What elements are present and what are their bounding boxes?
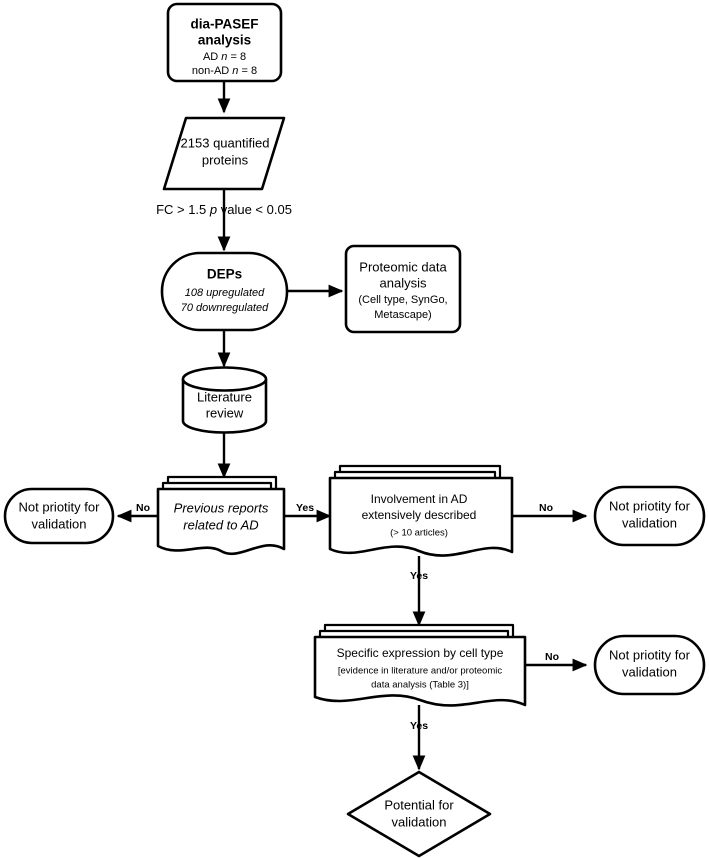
- not-priority-left-stadium: [3, 487, 115, 545]
- filter-italic: p: [209, 202, 217, 217]
- quantified-proteins-parallelogram: [162, 116, 286, 191]
- edge-label-reports-no: No: [136, 502, 150, 514]
- specific-expression-line3: data analysis (Table 3)]: [371, 680, 469, 691]
- literature-cylinder-top: [181, 366, 268, 392]
- node-not-priority-right-bottom[interactable]: Not priotity for validation: [593, 634, 706, 696]
- not-priority-right-bottom-stadium: [593, 634, 706, 696]
- quantified-proteins-line1: 2153 quantified: [181, 135, 270, 150]
- node-potential-validation[interactable]: Potential for validation: [346, 770, 492, 858]
- not-priority-right-top-stadium: [593, 485, 706, 547]
- node-specific-expression[interactable]: Specific expression by cell type [eviden…: [313, 623, 527, 707]
- involvement-line3: (> 10 articles): [390, 528, 448, 539]
- filter-prefix: FC > 1.5: [156, 202, 210, 217]
- specific-expression-line2: [evidence in literature and/or proteomic: [338, 666, 502, 677]
- dia-pasef-line4-suffix: = 8: [238, 65, 257, 77]
- node-proteomic-data-analysis[interactable]: Proteomic data analysis (Cell type, SynG…: [344, 244, 462, 334]
- involvement-line1: Involvement in AD: [371, 492, 468, 506]
- dia-pasef-line4-italic: n: [232, 65, 238, 77]
- deps-line1: 108 upregulated: [185, 287, 265, 299]
- quantified-proteins-line2: proteins: [202, 152, 249, 167]
- deps-title: DEPs: [207, 267, 242, 282]
- dia-pasef-line4: non-AD n = 8: [192, 65, 257, 77]
- node-not-priority-left[interactable]: Not priotity for validation: [3, 487, 115, 545]
- proteomic-line2: analysis: [380, 275, 427, 290]
- node-dia-pasef-analysis[interactable]: dia-PASEF analysis AD n = 8 non-AD n = 8: [166, 2, 283, 83]
- potential-validation-line1: Potential for: [384, 797, 454, 812]
- edge-label-reports-yes: Yes: [296, 502, 314, 514]
- node-literature-review[interactable]: Literature review: [181, 366, 268, 434]
- involvement-line2: extensively described: [362, 508, 477, 522]
- edge-label-expression-no: No: [545, 651, 559, 663]
- node-deps[interactable]: DEPs 108 upregulated 70 downregulated: [160, 251, 289, 332]
- dia-pasef-line2: analysis: [198, 33, 251, 48]
- dia-pasef-line1: dia-PASEF: [190, 17, 258, 32]
- proteomic-analysis-box: [344, 244, 462, 334]
- deps-line2: 70 downregulated: [181, 302, 269, 314]
- dia-pasef-line3-prefix: AD: [203, 51, 221, 63]
- literature-line2: review: [206, 405, 244, 420]
- dia-pasef-line3-suffix: = 8: [227, 51, 246, 63]
- not-priority-right-top-line2: validation: [622, 515, 677, 530]
- not-priority-left-line2: validation: [32, 516, 87, 531]
- previous-reports-line1: Previous reports: [174, 500, 269, 515]
- node-involvement-ad[interactable]: Involvement in AD extensively described …: [328, 464, 514, 557]
- dia-pasef-line4-prefix: non-AD: [192, 65, 232, 77]
- dia-pasef-line3-italic: n: [221, 51, 227, 63]
- node-previous-reports[interactable]: Previous reports related to AD: [156, 475, 286, 556]
- filter-suffix: value < 0.05: [217, 202, 292, 217]
- potential-validation-diamond: [346, 770, 492, 858]
- deps-stadium: [160, 251, 289, 332]
- edge-label-involvement-no: No: [539, 502, 553, 514]
- literature-cylinder-body: [181, 379, 268, 434]
- not-priority-right-top-line1: Not priotity for: [609, 498, 691, 513]
- node-not-priority-right-top[interactable]: Not priotity for validation: [593, 485, 706, 547]
- not-priority-left-line1: Not priotity for: [19, 499, 101, 514]
- proteomic-line1: Proteomic data: [359, 259, 447, 274]
- not-priority-right-bottom-line1: Not priotity for: [609, 647, 691, 662]
- involvement-page-front: [328, 476, 514, 557]
- node-quantified-proteins[interactable]: 2153 quantified proteins: [162, 116, 286, 191]
- dia-pasef-line3: AD n = 8: [203, 51, 246, 63]
- previous-reports-page-front: [156, 487, 286, 556]
- edge-label-involvement-yes: Yes: [410, 570, 428, 582]
- potential-validation-line2: validation: [392, 814, 447, 829]
- literature-line1: Literature: [197, 389, 252, 404]
- proteomic-line3: (Cell type, SynGo,: [358, 294, 447, 306]
- specific-expression-line1: Specific expression by cell type: [337, 646, 504, 660]
- not-priority-right-bottom-line2: validation: [622, 664, 677, 679]
- dia-pasef-box: [166, 2, 283, 83]
- proteomic-line4: Metascape): [374, 309, 431, 321]
- edge-label-expression-yes: Yes: [410, 720, 428, 732]
- specific-expression-page-front: [313, 635, 527, 707]
- previous-reports-line2: related to AD: [183, 517, 258, 532]
- edge-label-filter-criteria: FC > 1.5 p value < 0.05: [156, 202, 292, 217]
